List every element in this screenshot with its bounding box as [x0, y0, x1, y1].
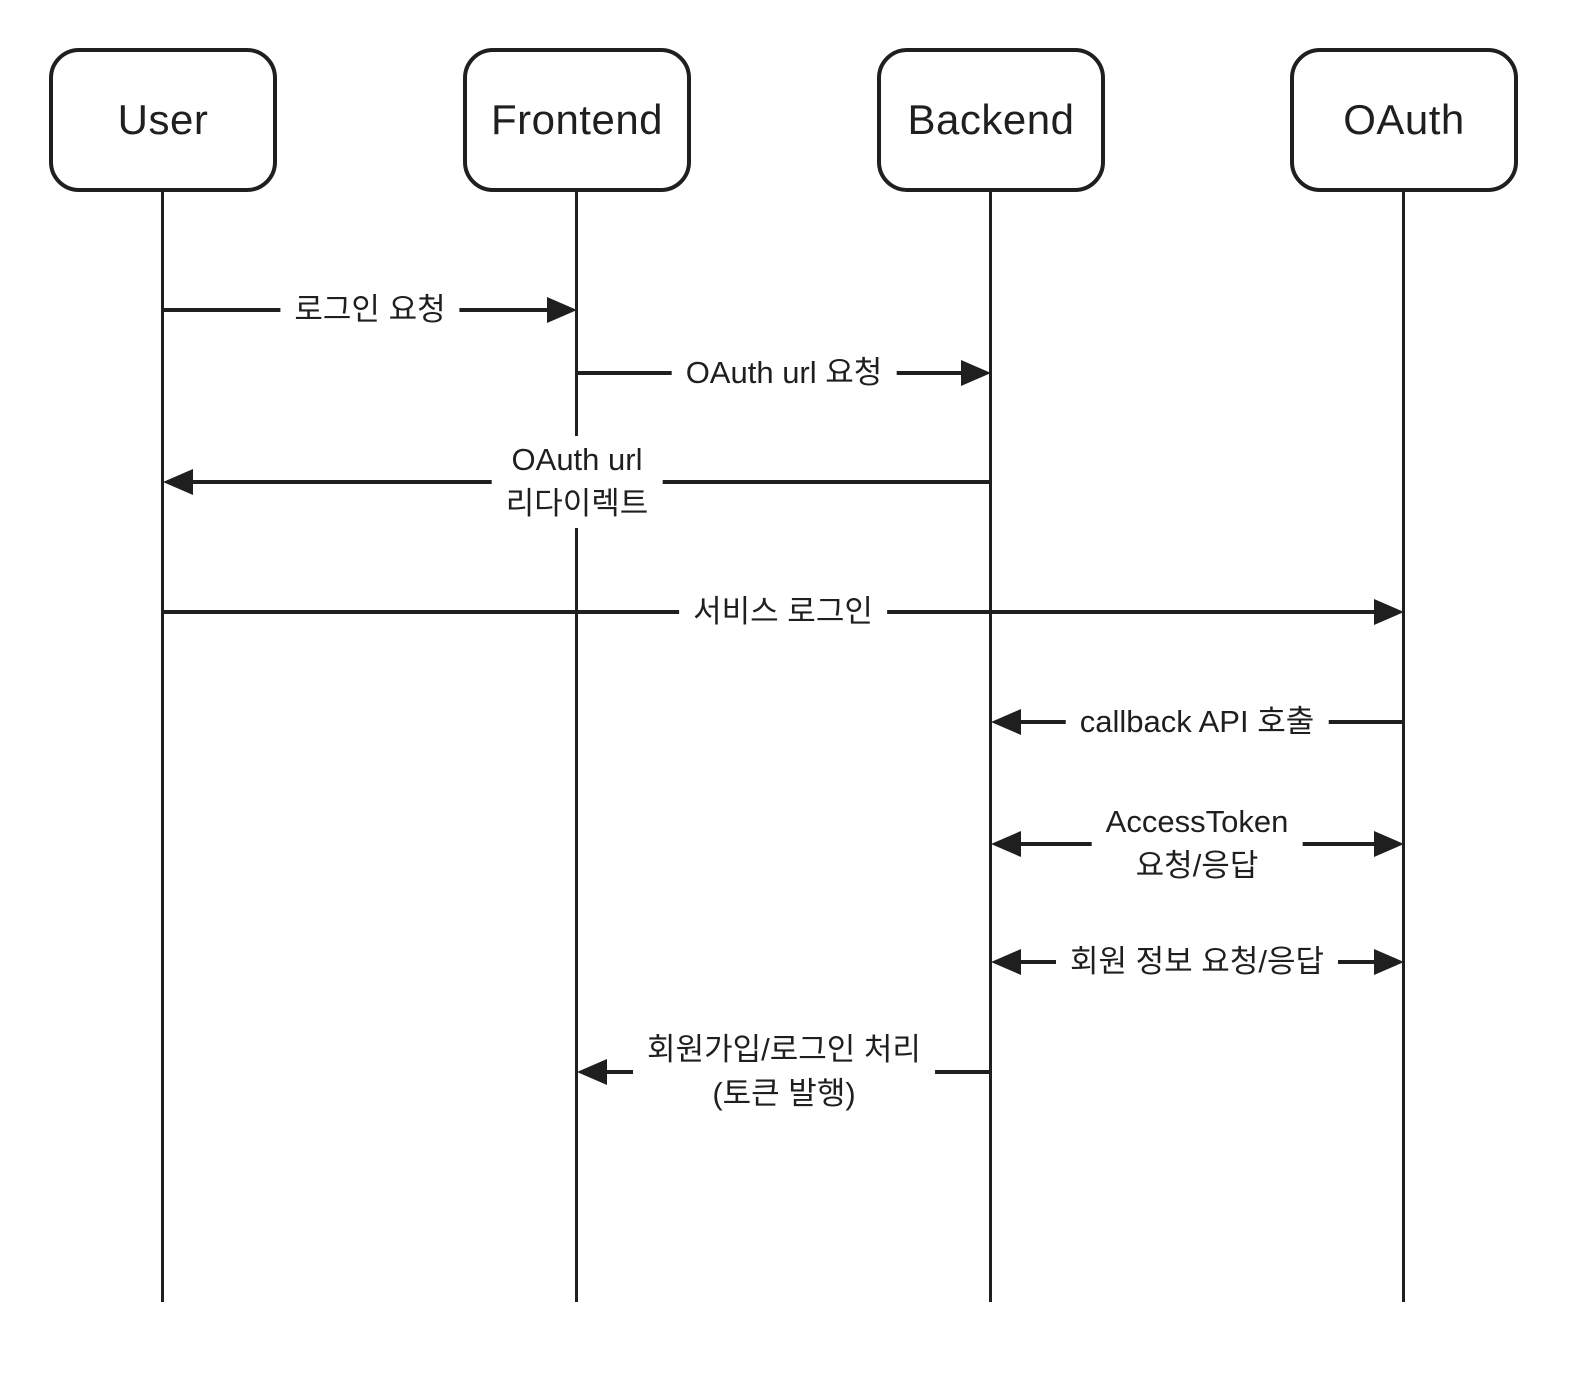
- arrowhead-left-icon: [991, 949, 1021, 975]
- message-label: 회원가입/로그인 처리 (토큰 발행): [633, 1025, 935, 1119]
- message-label-line: 회원 정보 요청/응답: [1070, 943, 1324, 979]
- arrowhead-left-icon: [991, 709, 1021, 735]
- message-label-line: callback API 호출: [1079, 703, 1315, 739]
- actor-label-frontend: Frontend: [490, 96, 664, 143]
- lifeline-frontend: [575, 190, 578, 1302]
- message-label-line: OAuth url 요청: [685, 354, 883, 390]
- lifeline-oauth: [1402, 190, 1405, 1302]
- actor-label-oauth: OAuth: [1343, 96, 1465, 143]
- message-label-line: 서비스 로그인: [693, 593, 873, 629]
- actor-box-frontend: Frontend: [463, 48, 691, 192]
- message-label: callback API 호출: [1065, 697, 1329, 747]
- message-label: 로그인 요청: [280, 285, 460, 335]
- message-label: 서비스 로그인: [679, 587, 887, 637]
- message-label-line: (토큰 발행): [712, 1076, 856, 1111]
- message-label: OAuth url 요청: [671, 348, 897, 398]
- message-label: AccessToken 요청/응답: [1091, 797, 1303, 891]
- arrowhead-left-icon: [163, 469, 193, 495]
- message-label-line: 리다이렉트: [505, 486, 649, 521]
- arrowhead-left-icon: [577, 1059, 607, 1085]
- message-label-line: 요청/응답: [1135, 848, 1259, 883]
- arrowhead-right-icon: [1374, 599, 1404, 625]
- lifeline-user: [161, 190, 164, 1302]
- actor-box-backend: Backend: [877, 48, 1105, 192]
- actor-label-user: User: [117, 96, 209, 143]
- message-label-line: 회원가입/로그인 처리: [647, 1031, 921, 1067]
- arrowhead-right-icon: [547, 297, 577, 323]
- actor-box-oauth: OAuth: [1290, 48, 1518, 192]
- arrowhead-right-icon: [961, 360, 991, 386]
- arrowhead-right-icon: [1374, 831, 1404, 857]
- message-label-line: OAuth url: [511, 441, 643, 477]
- actor-box-user: User: [49, 48, 277, 192]
- lifeline-backend: [989, 190, 992, 1302]
- message-label: OAuth url 리다이렉트: [491, 435, 663, 529]
- message-label: 회원 정보 요청/응답: [1056, 937, 1338, 987]
- arrowhead-left-icon: [991, 831, 1021, 857]
- arrowhead-right-icon: [1374, 949, 1404, 975]
- message-label-line: 로그인 요청: [294, 291, 446, 327]
- actor-label-backend: Backend: [907, 96, 1075, 143]
- message-label-line: AccessToken: [1105, 803, 1289, 839]
